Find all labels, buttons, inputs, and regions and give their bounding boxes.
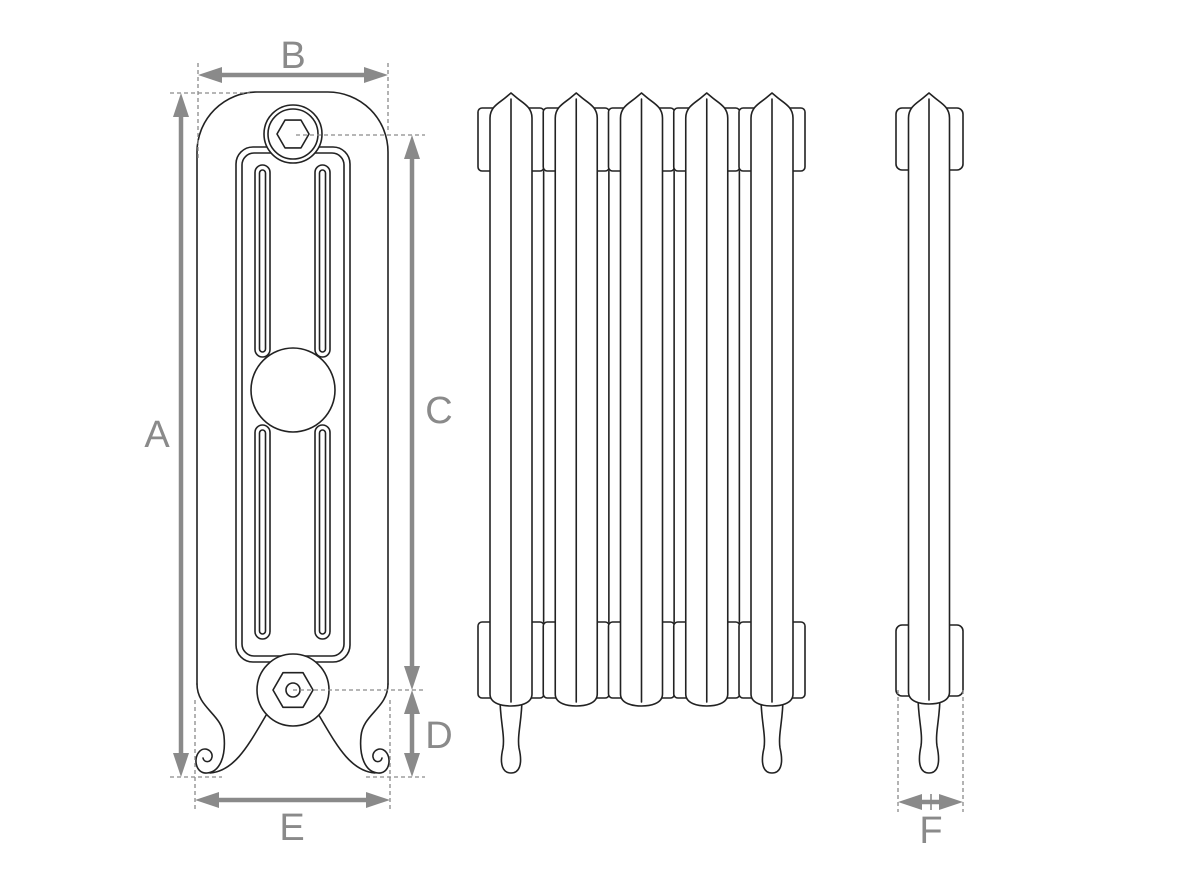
dimension-a-label: A xyxy=(144,414,170,456)
dimension-b-label: B xyxy=(280,35,305,77)
dimension-a: A xyxy=(144,92,250,778)
lower-right-slot-outer xyxy=(314,424,331,640)
upper-left-slot-outer xyxy=(254,164,271,358)
dimension-f-label: F xyxy=(919,810,942,852)
upper-left-slot-inner xyxy=(258,169,267,353)
upper-right-slot-inner xyxy=(318,169,327,353)
top-port-ring xyxy=(267,108,319,160)
top-port-hex-icon xyxy=(276,119,310,149)
profile-foot xyxy=(917,695,941,774)
dimension-b: B xyxy=(197,35,389,160)
bottom-port-hex-icon xyxy=(272,671,314,709)
dimension-e-label: E xyxy=(279,807,304,849)
lower-right-slot-inner xyxy=(318,429,327,635)
right-scroll-foot xyxy=(359,683,390,774)
dimension-e: E xyxy=(194,700,391,849)
front-view-section xyxy=(195,91,390,774)
dimension-f: F xyxy=(897,690,964,852)
assembled-radiator-view xyxy=(477,92,806,774)
upper-right-slot-outer xyxy=(314,164,331,358)
center-boss xyxy=(250,347,336,433)
base-arch xyxy=(209,711,376,774)
side-profile-view xyxy=(895,92,964,774)
top-port-boss xyxy=(263,104,323,164)
left-foot xyxy=(499,697,523,774)
right-foot xyxy=(760,697,784,774)
dimension-d-label: D xyxy=(425,715,452,757)
lower-left-slot-outer xyxy=(254,424,271,640)
section-body-outline xyxy=(196,91,389,685)
dimension-c: C xyxy=(293,134,453,691)
dimension-d: D xyxy=(366,690,453,778)
lower-left-slot-inner xyxy=(258,429,267,635)
left-scroll-foot xyxy=(195,683,226,774)
dimension-c-label: C xyxy=(425,390,452,432)
